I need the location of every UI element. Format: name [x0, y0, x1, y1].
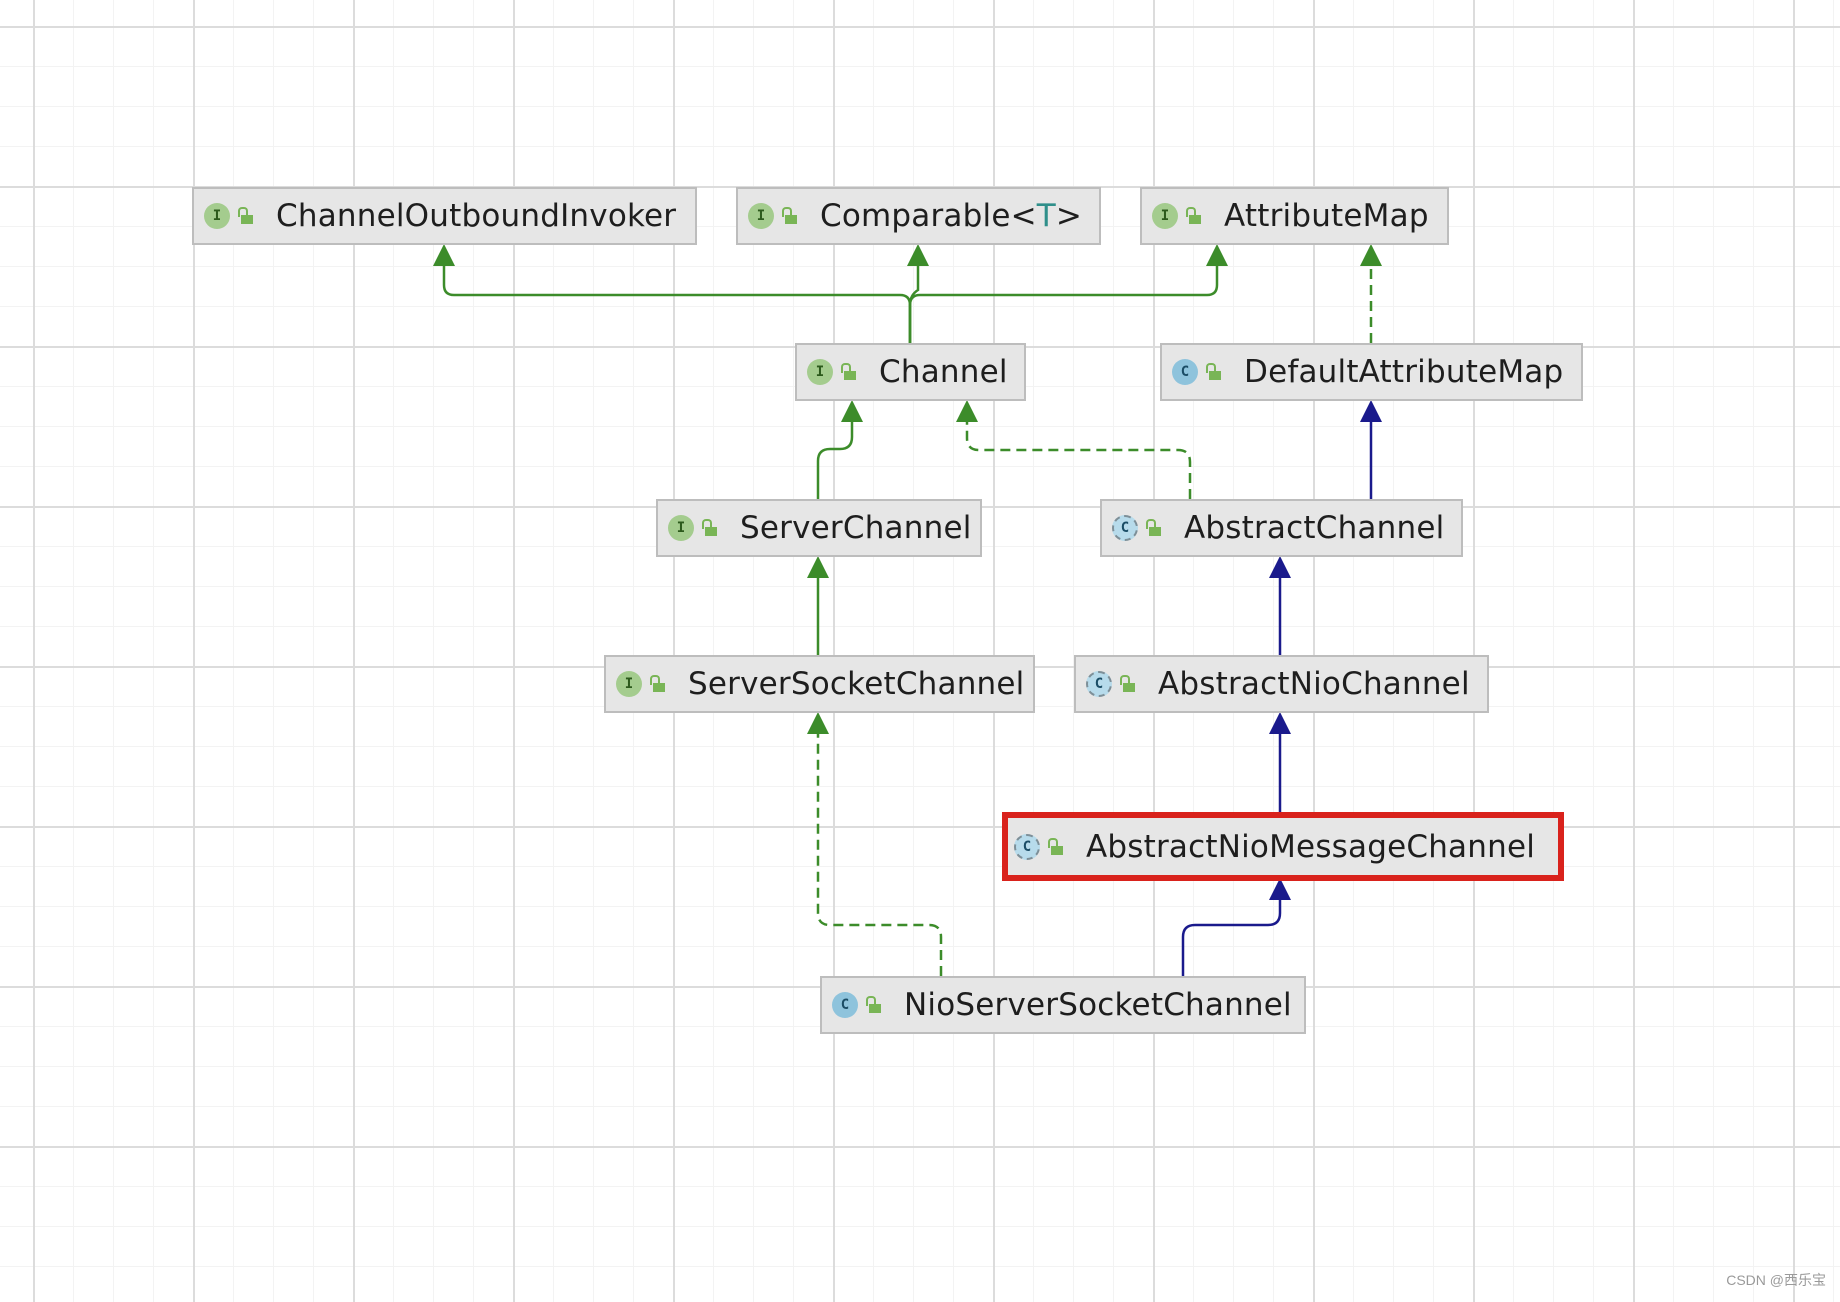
- node-abstract-nio-channel[interactable]: C AbstractNioChannel: [1074, 655, 1489, 713]
- interface-icon: I: [807, 359, 833, 385]
- edge-server-channel-to-channel: [816, 403, 854, 499]
- node-label: ServerSocketChannel: [688, 666, 1025, 702]
- class-icon: C: [1172, 359, 1198, 385]
- node-label: NioServerSocketChannel: [904, 987, 1292, 1023]
- arrowhead-comparable: [907, 244, 929, 266]
- node-label-prefix: Comparable<: [820, 198, 1037, 234]
- node-label: Comparable<T>: [820, 198, 1082, 234]
- node-nio-server-socket-channel[interactable]: C NioServerSocketChannel: [820, 976, 1306, 1034]
- edge-abstract-channel-to-channel: [965, 403, 1192, 499]
- abstract-class-icon: C: [1112, 515, 1138, 541]
- node-label: AttributeMap: [1224, 198, 1429, 234]
- arrowhead-attribute-map-dashed: [1360, 244, 1382, 266]
- public-access-icon: [1186, 207, 1202, 225]
- node-server-channel[interactable]: I ServerChannel: [656, 499, 982, 557]
- node-comparable[interactable]: I Comparable<T>: [736, 187, 1101, 245]
- public-access-icon: [650, 675, 666, 693]
- node-label: ChannelOutboundInvoker: [276, 198, 677, 234]
- public-access-icon: [238, 207, 254, 225]
- public-access-icon: [866, 996, 882, 1014]
- node-label-suffix: >: [1055, 198, 1083, 234]
- interface-icon: I: [748, 203, 774, 229]
- watermark: CSDN @西乐宝: [1726, 1272, 1826, 1288]
- arrowhead-abstract-nio-message-channel: [1269, 878, 1291, 900]
- edge-nio-server-socket-channel-to-abstract-nio-message-channel: [1181, 881, 1282, 976]
- interface-icon: I: [204, 203, 230, 229]
- node-default-attribute-map[interactable]: C DefaultAttributeMap: [1160, 343, 1583, 401]
- arrowhead-attribute-map: [1206, 244, 1228, 266]
- public-access-icon: [782, 207, 798, 225]
- node-channel[interactable]: I Channel: [795, 343, 1026, 401]
- arrowhead-abstract-nio-channel: [1269, 712, 1291, 734]
- arrowhead-server-channel: [807, 556, 829, 578]
- public-access-icon: [1206, 363, 1222, 381]
- type-parameter: T: [1036, 198, 1056, 234]
- edge-channel-to-channel-outbound-invoker: [442, 247, 912, 343]
- node-server-socket-channel[interactable]: I ServerSocketChannel: [604, 655, 1035, 713]
- node-label: AbstractNioMessageChannel: [1086, 828, 1536, 865]
- abstract-class-icon: C: [1014, 833, 1040, 860]
- node-label: Channel: [879, 354, 1008, 390]
- node-label: AbstractChannel: [1184, 510, 1445, 546]
- arrowhead-channel-outbound-invoker: [433, 244, 455, 266]
- interface-icon: I: [616, 671, 642, 697]
- node-abstract-channel[interactable]: C AbstractChannel: [1100, 499, 1463, 557]
- arrowhead-server-socket-channel: [807, 712, 829, 734]
- public-access-icon: [702, 519, 718, 537]
- node-label: AbstractNioChannel: [1158, 666, 1470, 702]
- edge-nio-server-socket-channel-to-server-socket-channel: [816, 715, 943, 976]
- interface-icon: I: [668, 515, 694, 541]
- public-access-icon: [1120, 675, 1136, 693]
- node-abstract-nio-message-channel[interactable]: C AbstractNioMessageChannel: [1002, 812, 1564, 881]
- interface-icon: I: [1152, 203, 1178, 229]
- edge-channel-to-attribute-map: [908, 247, 1219, 343]
- node-label: ServerChannel: [740, 510, 972, 546]
- public-access-icon: [1048, 837, 1064, 856]
- node-channel-outbound-invoker[interactable]: I ChannelOutboundInvoker: [192, 187, 697, 245]
- arrowhead-channel-dashed: [956, 400, 978, 422]
- abstract-class-icon: C: [1086, 671, 1112, 697]
- public-access-icon: [1146, 519, 1162, 537]
- node-attribute-map[interactable]: I AttributeMap: [1140, 187, 1449, 245]
- arrowhead-abstract-channel: [1269, 556, 1291, 578]
- arrowhead-default-attribute-map: [1360, 400, 1382, 422]
- class-icon: C: [832, 992, 858, 1018]
- public-access-icon: [841, 363, 857, 381]
- arrowhead-channel: [841, 400, 863, 422]
- node-label: DefaultAttributeMap: [1244, 354, 1564, 390]
